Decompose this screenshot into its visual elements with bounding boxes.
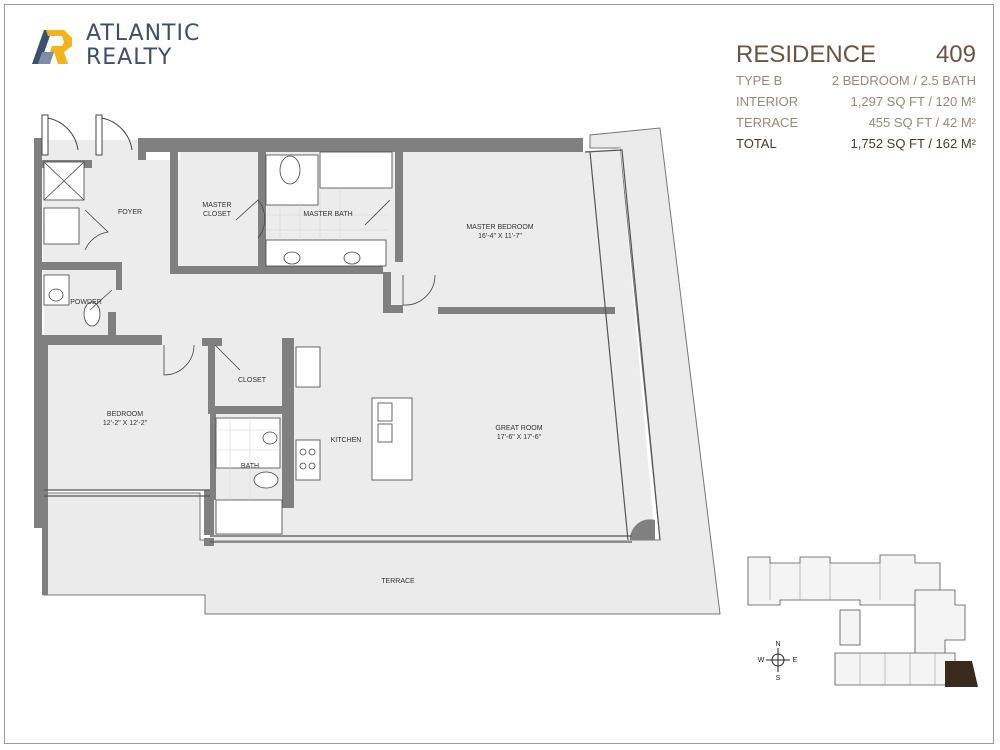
info-row-interior: INTERIOR 1,297 SQ FT / 120 M² — [736, 91, 976, 112]
info-row-type: TYPE B 2 BEDROOM / 2.5 BATH — [736, 70, 976, 91]
info-value: 1,752 SQ FT / 162 M² — [850, 136, 976, 151]
room-master-closet-line1: MASTER — [202, 202, 231, 209]
compass-south: S — [776, 675, 781, 682]
brand-name: ATLANTIC REALTY — [86, 22, 200, 70]
room-foyer: FOYER — [118, 209, 142, 216]
compass-east: E — [793, 657, 798, 664]
room-great-room-dim: 17'-6" X 17'-6" — [497, 434, 542, 441]
terrace-area — [43, 127, 721, 615]
room-bath: BATH — [241, 463, 259, 470]
room-bedroom-dim: 12'-2" X 12'-2" — [103, 420, 148, 427]
residence-header: RESIDENCE 409 — [736, 40, 976, 70]
room-master-bath: MASTER BATH — [303, 211, 352, 218]
room-powder: POWDER — [70, 299, 102, 306]
info-value: 2 BEDROOM / 2.5 BATH — [831, 73, 976, 88]
compass-icon: N S E W — [758, 641, 798, 682]
brand-name-line1: ATLANTIC — [86, 21, 201, 46]
residence-info-panel: RESIDENCE 409 TYPE B 2 BEDROOM / 2.5 BAT… — [736, 40, 976, 154]
highlighted-unit — [945, 661, 978, 687]
bath-tile-pattern — [216, 190, 388, 500]
brand-name-line2: REALTY — [86, 45, 173, 70]
compass-north: N — [775, 641, 780, 648]
atlantic-realty-logo[interactable]: ATLANTIC REALTY — [28, 22, 218, 72]
interior-floor — [42, 140, 655, 540]
info-row-terrace: TERRACE 455 SQ FT / 42 M² — [736, 112, 976, 133]
info-label: TYPE B — [736, 73, 783, 88]
residence-label: RESIDENCE — [736, 41, 877, 68]
info-row-total: TOTAL 1,752 SQ FT / 162 M² — [736, 133, 976, 154]
walls — [34, 138, 655, 595]
logo-mark-icon — [32, 30, 72, 64]
page-frame — [4, 4, 994, 744]
residence-number: 409 — [935, 41, 976, 68]
info-label: INTERIOR — [736, 94, 799, 109]
info-label: TERRACE — [736, 115, 799, 130]
room-master-bedroom-dim: 16'-4" X 11'-7" — [478, 233, 522, 240]
room-closet: CLOSET — [238, 377, 267, 384]
fixtures — [43, 151, 413, 535]
room-great-room: GREAT ROOM — [495, 425, 542, 432]
entry-doors — [41, 114, 133, 156]
info-value: 1,297 SQ FT / 120 M² — [850, 94, 976, 109]
info-value: 455 SQ FT / 42 M² — [868, 115, 976, 130]
room-kitchen: KITCHEN — [331, 437, 362, 444]
room-master-bedroom: MASTER BEDROOM — [466, 224, 533, 231]
building-key-plan: N S E W — [747, 554, 978, 687]
glazing — [44, 149, 661, 543]
room-terrace: TERRACE — [381, 578, 415, 585]
room-master-closet-line2: CLOSET — [203, 211, 232, 218]
info-label: TOTAL — [736, 136, 777, 151]
door-swings — [84, 199, 436, 376]
compass-west: W — [758, 657, 765, 664]
room-bedroom: BEDROOM — [107, 411, 143, 418]
